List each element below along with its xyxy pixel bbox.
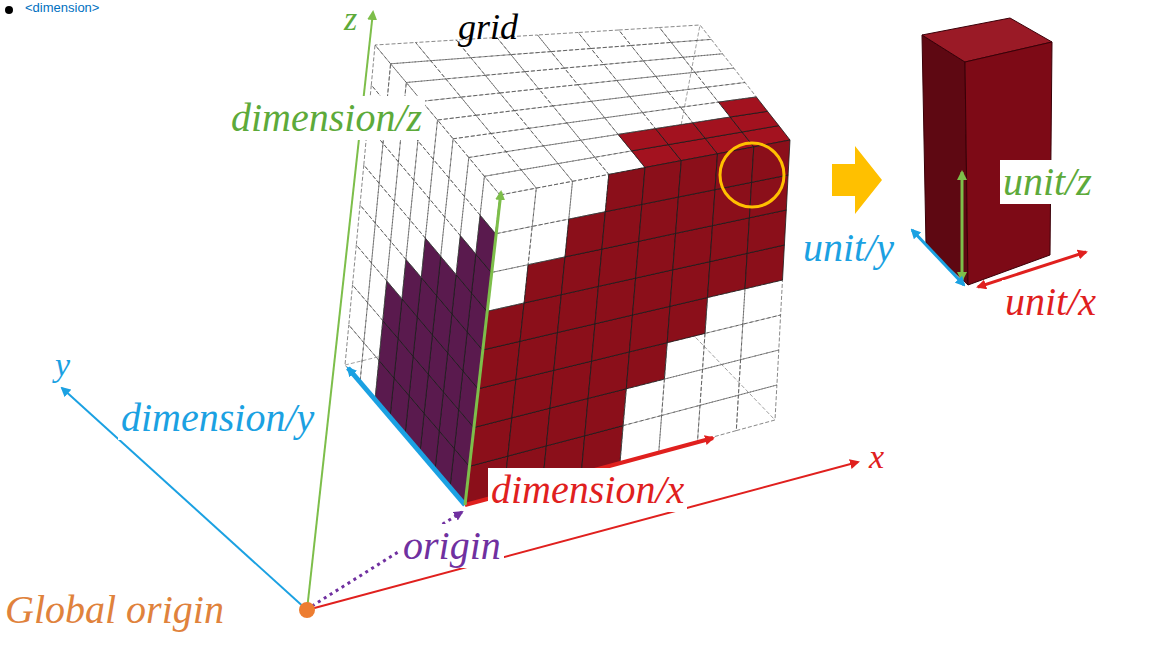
- grid-cell: [532, 181, 572, 226]
- dimension-label: dimension/z: [228, 96, 425, 140]
- unit-z-arrow: [961, 172, 964, 280]
- grid-title: grid: [455, 8, 521, 48]
- global-origin-dot: [299, 602, 315, 618]
- dimension-y-arrow: [348, 368, 465, 505]
- unit-y-arrow: [912, 230, 964, 285]
- unit-label: unit/y: [800, 226, 897, 270]
- axis-name: x: [866, 438, 887, 475]
- unit-label: unit/x: [1002, 280, 1099, 324]
- x-axis: [307, 462, 858, 610]
- dimension-z-arrow: [465, 192, 501, 505]
- grid-cell: [678, 154, 717, 197]
- grid-cell: [642, 161, 681, 205]
- zoom-circle: [720, 143, 784, 207]
- zoom-arrow: [832, 146, 882, 214]
- grid-cell: [659, 25, 711, 42]
- axis-name: y: [52, 346, 73, 383]
- bullet: [5, 6, 13, 14]
- section-tag: <dimension>: [22, 1, 102, 15]
- grid-cell: [569, 174, 609, 219]
- unit-label: unit/z: [1000, 160, 1095, 204]
- dimension-label: dimension/x: [488, 468, 687, 512]
- axis-name: z: [341, 0, 360, 37]
- dimension-label: dimension/y: [118, 396, 317, 440]
- grid-cell: [605, 168, 645, 212]
- global-origin-label: Global origin: [2, 588, 227, 632]
- origin-label: origin: [400, 524, 504, 568]
